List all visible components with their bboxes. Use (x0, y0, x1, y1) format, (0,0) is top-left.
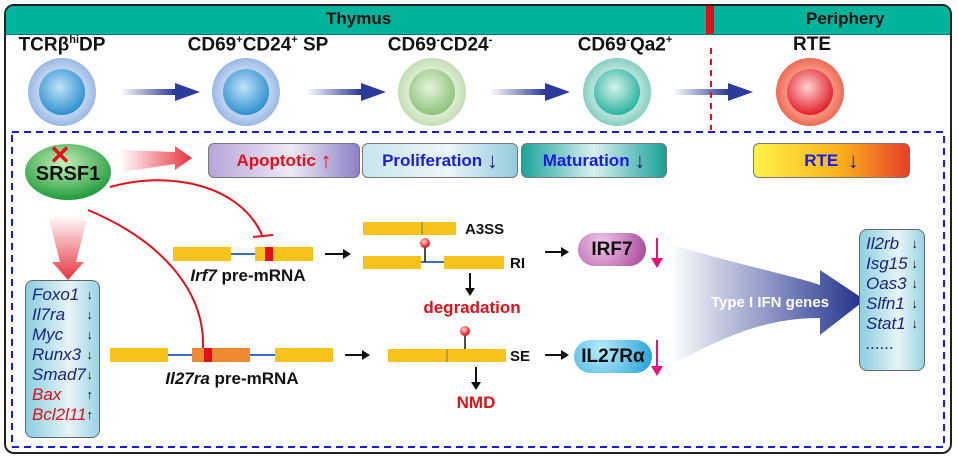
gene-item: Il7ra↓ (32, 305, 93, 324)
left-gene-list: Foxo1↓ Il7ra↓ Myc↓ Runx3↓ Smad7↓ Bax↑ Bc… (25, 280, 100, 438)
stage-label-qa2: CD69-Qa2+ (577, 34, 673, 56)
stage-label-cd24neg: CD69-CD24- (387, 34, 493, 56)
gene-item: Bax↑ (32, 385, 93, 404)
stage-label-dp: TCRβhiDP (18, 34, 106, 56)
cell-rte (776, 58, 844, 126)
cell-cd24neg (398, 58, 466, 126)
il27ra-premrna-label: Il27ra pre-mRNA (165, 369, 298, 388)
il27ra-premrna (110, 348, 333, 362)
region-header-bar: Thymus Periphery (6, 6, 950, 35)
figure-frame: Thymus Periphery (4, 4, 952, 454)
irf7-down-arrow (651, 238, 663, 268)
stage-label-sp: CD69+CD24+ SP (187, 34, 329, 56)
gene-item: Oas3↓ (866, 274, 918, 293)
gene-item: Bcl2l11↑ (32, 405, 93, 424)
down-arrow-icon: ↓ (847, 147, 859, 173)
type-i-ifn-arrow (670, 245, 865, 365)
progression-arrow (306, 83, 386, 101)
down-arrow-icon: ↓ (634, 147, 646, 173)
irf7-premrna (173, 247, 313, 261)
gene-item: Runx3↓ (32, 345, 93, 364)
down-arrow (465, 273, 475, 296)
irf7-premrna-label: Irf7 pre-mRNA (190, 266, 305, 285)
stage-label-rte: RTE (793, 34, 831, 55)
gene-item: Stat1↓ (866, 314, 918, 333)
flow-arrow (545, 350, 569, 360)
effect-arrow-right (120, 146, 192, 172)
up-arrow-icon: ↑ (320, 147, 332, 173)
nmd-label: NMD (457, 393, 496, 412)
gene-item: Isg15↓ (866, 254, 918, 273)
se-label: SE (510, 348, 530, 365)
gene-item: Il2rb↓ (866, 234, 918, 253)
cell-sp (212, 58, 280, 126)
gene-item: Myc↓ (32, 325, 93, 344)
isoform-se (388, 326, 506, 362)
ptc-pin-icon (460, 326, 470, 336)
phenotype-rte: RTE ↓ (753, 143, 910, 178)
cell-qa2 (583, 58, 651, 126)
right-gene-list: Il2rb↓ Isg15↓ Oas3↓ Slfn1↓ Stat1↓ ...... (859, 229, 925, 371)
progression-arrow (490, 83, 570, 101)
gene-item: Smad7↓ (32, 365, 93, 384)
ri-label: RI (510, 255, 525, 272)
phenotype-proliferation: Proliferation ↓ (362, 143, 518, 178)
isoform-a3ss (363, 222, 456, 235)
degradation-label: degradation (423, 298, 520, 317)
flow-arrow (345, 350, 370, 360)
knockout-x-icon: ✕ (49, 140, 71, 170)
phenotype-apoptotic: Apoptotic ↑ (208, 143, 360, 178)
gene-item: Foxo1↓ (32, 285, 93, 304)
inhibition-curve-il27ra (87, 209, 205, 349)
inhibition-curve-irf7 (109, 179, 263, 236)
srsf1-label: SRSF1 (36, 163, 100, 185)
flow-arrow (545, 247, 569, 257)
progression-arrow (120, 83, 200, 101)
ptc-pin-icon (420, 238, 430, 248)
srsf1-node (25, 144, 111, 200)
flow-arrow (325, 249, 351, 259)
progression-arrow (673, 83, 753, 101)
a3ss-label: A3SS (465, 221, 504, 238)
region-divider (706, 6, 714, 34)
il27ra-protein: IL27Rα (574, 340, 652, 373)
down-arrow (471, 367, 481, 390)
type-i-ifn-label: Type I IFN genes (711, 294, 829, 311)
gene-item: Slfn1↓ (866, 294, 918, 313)
phenotype-maturation: Maturation ↓ (521, 143, 667, 178)
effect-arrow-down (48, 215, 88, 280)
il27ra-down-arrow (651, 340, 663, 376)
gene-item: ...... (866, 334, 895, 353)
thymus-label: Thymus (326, 9, 392, 28)
isoform-ri (363, 238, 504, 269)
inhibition-bar (252, 234, 274, 238)
down-arrow-icon: ↓ (486, 147, 498, 173)
irf7-protein: IRF7 (578, 233, 646, 266)
periphery-label: Periphery (806, 9, 885, 28)
cell-dp (28, 58, 96, 126)
